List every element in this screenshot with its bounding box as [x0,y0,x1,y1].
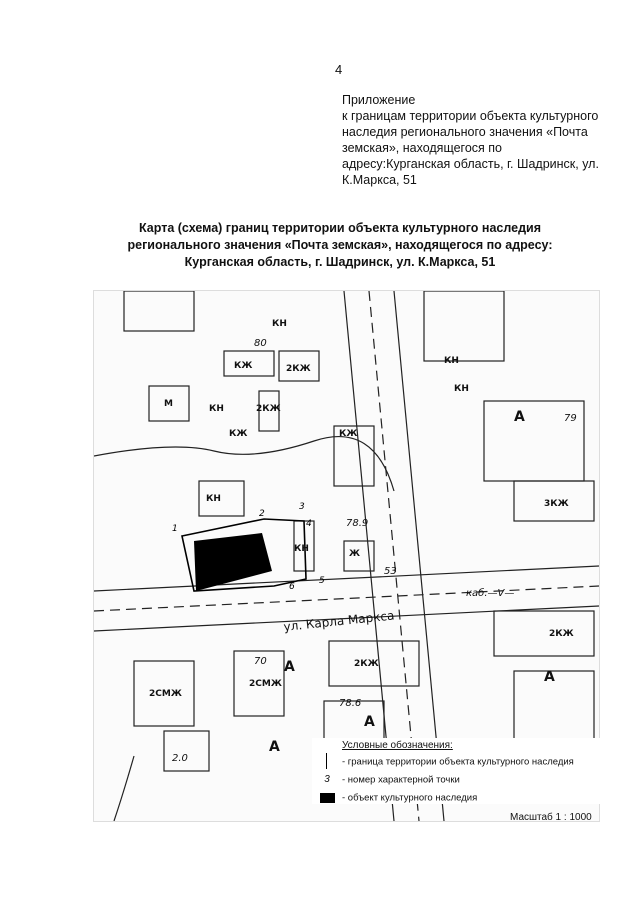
building-label: КЖ [229,429,247,439]
building-label: А [364,714,375,730]
elevation-label: 78.6 [339,698,361,709]
building-label: А [514,409,525,425]
point-label: 6 [289,582,295,592]
elevation-label: 53 [384,566,397,577]
building-label: КЖ [339,429,357,439]
building [278,350,320,382]
appendix-note: Приложение к границам территории объекта… [342,92,622,188]
street-centerline [368,291,420,821]
heritage-boundary [181,518,307,592]
appendix-line: Приложение [342,93,416,107]
building-label: 2КЖ [354,659,379,669]
building-label: КН [444,356,459,366]
cable-label: каб.—V— [466,587,514,599]
elevation-label: 2.0 [172,753,188,764]
appendix-line: адресу:Курганская область, г. Шадринск, … [342,157,599,171]
street-name: ул. Карла Маркса [283,608,395,634]
building-label: А [544,669,555,685]
building [148,385,190,422]
building [223,350,275,377]
appendix-line: земская», находящегося по [342,141,502,155]
point-label: 4 [306,519,312,529]
legend-title: Условные обозначения: [342,740,453,751]
building [328,640,420,687]
building-label: Ж [349,549,360,559]
map-scale: Масштаб 1 : 1000 [510,812,592,823]
appendix-line: к границам территории объекта культурног… [342,109,599,123]
point-number-symbol: 3 [324,774,330,785]
building-label: КН [294,544,309,554]
path-line [113,755,135,821]
elevation-label: 80 [254,338,267,349]
building-label: КН [272,319,287,329]
building-label: 2КЖ [256,404,281,414]
building-label: 2КЖ [549,629,574,639]
building [233,650,285,717]
point-label: 3 [299,502,305,512]
elevation-label: 78.9 [346,518,368,529]
building-label: 2СМЖ [149,689,182,699]
legend-label: - граница территории объекта культурного… [342,756,574,768]
boundary-line-icon [312,753,342,769]
building-label: КН [209,404,224,414]
building [333,425,375,487]
building-label: КН [454,384,469,394]
point-label: 5 [319,576,325,586]
title-line: Карта (схема) границ территории объекта … [139,221,541,235]
legend-item: - граница территории объекта культурного… [312,753,574,769]
building-label: М [164,399,173,409]
page-number: 4 [335,62,343,77]
title-line: регионального значения «Почта земская», … [127,238,553,252]
title-line: Курганская область, г. Шадринск, ул. К.М… [184,255,496,269]
appendix-line: К.Маркса, 51 [342,173,417,187]
legend-item: - объект культурного наследия [312,792,477,804]
legend-item: 3 - номер характерной точки [312,774,460,786]
map-drawing: 1 2 3 4 5 6 ул. Карла Маркса каб.—V— М К… [94,291,599,821]
building [493,610,595,657]
appendix-line: наследия регионального значения «Почта [342,125,588,139]
building-label: 3КЖ [544,499,569,509]
building [123,291,195,332]
legend-label: - объект культурного наследия [342,792,478,804]
heritage-object [194,533,272,591]
building [258,390,280,432]
building-label: А [284,659,295,675]
point-label: 2 [259,509,265,519]
legend-label: - номер характерной точки [342,774,460,786]
building-label: 2СМЖ [249,679,282,689]
building-label: КЖ [234,361,252,371]
building [423,291,505,362]
building [343,540,375,572]
elevation-label: 79 [564,413,577,424]
street-edge [94,605,599,632]
building-label: КН [206,494,221,504]
street-edge [393,291,445,821]
street-edge [343,291,395,821]
building [163,730,210,772]
street-edge [94,565,599,592]
building-label: А [269,739,280,755]
document-title: Карта (схема) границ территории объекта … [90,220,590,271]
elevation-label: 70 [254,656,267,667]
building-label: 2КЖ [286,364,311,374]
building [198,480,245,517]
heritage-object-icon [312,792,342,804]
point-label: 1 [172,524,178,534]
map-legend: Условные обозначения: - граница территор… [312,738,602,804]
site-map: 1 2 3 4 5 6 ул. Карла Маркса каб.—V— М К… [93,290,600,822]
building [133,660,195,727]
utility-line [94,436,395,492]
street-centerline [94,585,599,612]
building [513,480,595,522]
